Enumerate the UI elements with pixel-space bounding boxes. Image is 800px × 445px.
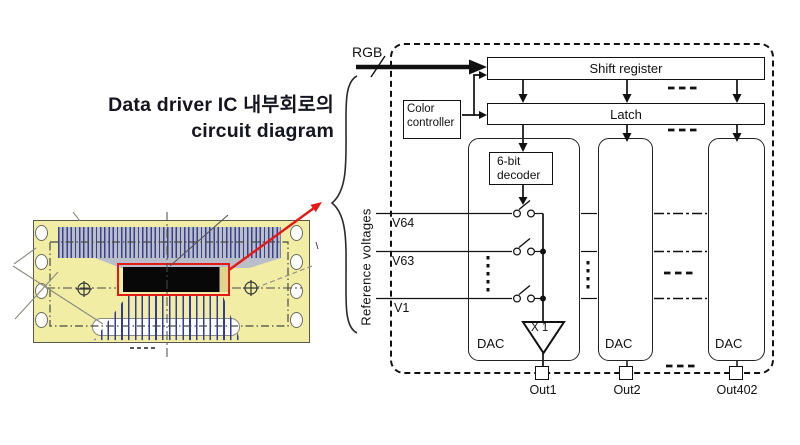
zoom-arrow [228, 202, 322, 271]
rgb-label: RGB [352, 44, 383, 60]
v1-label: V1 [394, 301, 410, 315]
ic-chip-end [219, 267, 228, 292]
color-controller-wires [462, 74, 479, 116]
dac2-block [598, 138, 653, 361]
dac2-label: DAC [605, 336, 633, 351]
out2-label: Out2 [613, 383, 641, 397]
latch-label: Latch [610, 106, 642, 122]
out2-pad [619, 366, 633, 380]
caption-line-english: circuit diagram [191, 120, 334, 142]
dac1-block [468, 138, 580, 361]
color-controller-block: Color controller [403, 100, 461, 139]
inner-chain-rect [49, 241, 289, 327]
sr-to-latch-arrows [522, 80, 738, 94]
arrowhead [622, 133, 632, 142]
out402-pad [729, 366, 743, 380]
out402-label: Out402 [716, 383, 758, 397]
arrowhead [518, 143, 528, 152]
arrowhead [622, 94, 632, 103]
ic-chip [123, 267, 219, 292]
leader-tick [315, 241, 319, 250]
buffer-amp-icon [521, 321, 566, 355]
leader-line [257, 265, 313, 288]
out1-pad [535, 366, 549, 380]
arrowhead [732, 133, 742, 142]
alignment-mark-icon [76, 280, 259, 297]
highlight-red-box [117, 263, 230, 296]
latch-block: Latch [487, 103, 765, 125]
v64-label: V64 [392, 216, 415, 230]
out1-label: Out1 [529, 383, 557, 397]
sprocket-hole [290, 254, 303, 270]
leader-line [13, 247, 37, 265]
curly-brace [330, 75, 358, 334]
dac1-label: DAC [477, 336, 505, 351]
color-controller-label: Color controller [407, 103, 455, 129]
latch-to-dac-arrows [522, 125, 738, 143]
bus-slash [370, 55, 386, 78]
arrowhead [518, 94, 528, 103]
decoder-block: 6-bit decoder [489, 152, 553, 185]
sprocket-hole [35, 312, 48, 328]
dac3-label: DAC [715, 336, 743, 351]
sprocket-hole [290, 283, 303, 299]
ellipsis-dots [486, 256, 590, 293]
sprocket-hole [290, 312, 303, 328]
leader-line-to-chip [169, 214, 229, 267]
sprocket-hole [35, 225, 48, 241]
decoder-label: 6-bit decoder [497, 154, 541, 183]
sprocket-hole [290, 225, 303, 241]
leader-line [12, 265, 104, 325]
buffer-gain-label: X 1 [531, 322, 549, 334]
rgb-bus-arrow [356, 55, 487, 78]
leader-tick [72, 211, 81, 222]
caption-line-korean: Data driver IC 내부회로의 [108, 94, 334, 116]
sprocket-hole [35, 254, 48, 270]
arrowhead [479, 111, 487, 119]
ic-boundary-dashed-box [390, 43, 774, 374]
shift-register-block: Shift register [487, 57, 765, 80]
caption: Data driver IC 내부회로의 circuit diagram [40, 92, 334, 144]
arrowhead [732, 94, 742, 103]
v63-label: V63 [392, 254, 415, 268]
shift-register-label: Shift register [589, 61, 663, 76]
arrowhead [518, 197, 528, 205]
arrowhead [479, 71, 487, 79]
reference-voltages-label: Reference voltages [358, 208, 374, 326]
reference-lines-and-switches [376, 199, 707, 303]
dac3-block [708, 138, 765, 361]
leader-line [14, 271, 59, 320]
ellipsis-dashes [664, 86, 697, 368]
